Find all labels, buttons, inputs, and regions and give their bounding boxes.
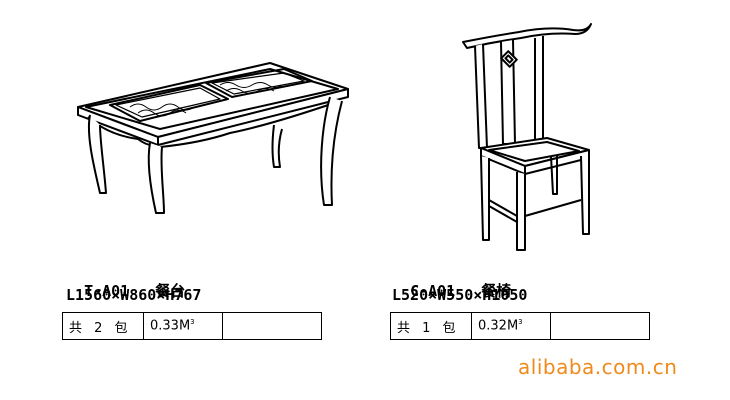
package-info-table: 共 2 包 0.33M3 bbox=[62, 312, 322, 340]
volume-exponent: 3 bbox=[518, 318, 523, 327]
package-info-table: 共 1 包 0.32M3 bbox=[390, 312, 650, 340]
product-name: 餐台 bbox=[155, 282, 186, 300]
product-code: T-A01 bbox=[84, 282, 130, 300]
volume-cell: 0.33M3 bbox=[143, 312, 223, 340]
dining-table-drawing bbox=[77, 62, 349, 214]
product-code: C-A01 bbox=[410, 282, 456, 300]
volume-exponent: 3 bbox=[190, 318, 195, 327]
table-row: 共 1 包 0.32M3 bbox=[390, 312, 650, 340]
dining-chair-drawing bbox=[462, 23, 592, 251]
volume-value: 0.33M bbox=[150, 318, 191, 334]
product-dimensions: L1560×W860×H767 bbox=[66, 286, 202, 304]
volume-cell: 0.32M3 bbox=[471, 312, 551, 340]
product-code-line: T-A01 餐台 bbox=[66, 264, 185, 300]
package-count-cell: 共 1 包 bbox=[390, 312, 472, 340]
watermark-text: alibaba.com.cn bbox=[518, 355, 678, 379]
extra-cell bbox=[550, 312, 650, 340]
product-name: 餐椅 bbox=[481, 282, 512, 300]
extra-cell bbox=[222, 312, 322, 340]
volume-value: 0.32M bbox=[478, 318, 519, 334]
table-row: 共 2 包 0.33M3 bbox=[62, 312, 322, 340]
product-dimensions: L520×W550×H1050 bbox=[392, 286, 528, 304]
product-code-line: C-A01 餐椅 bbox=[392, 264, 511, 300]
package-count-cell: 共 2 包 bbox=[62, 312, 144, 340]
